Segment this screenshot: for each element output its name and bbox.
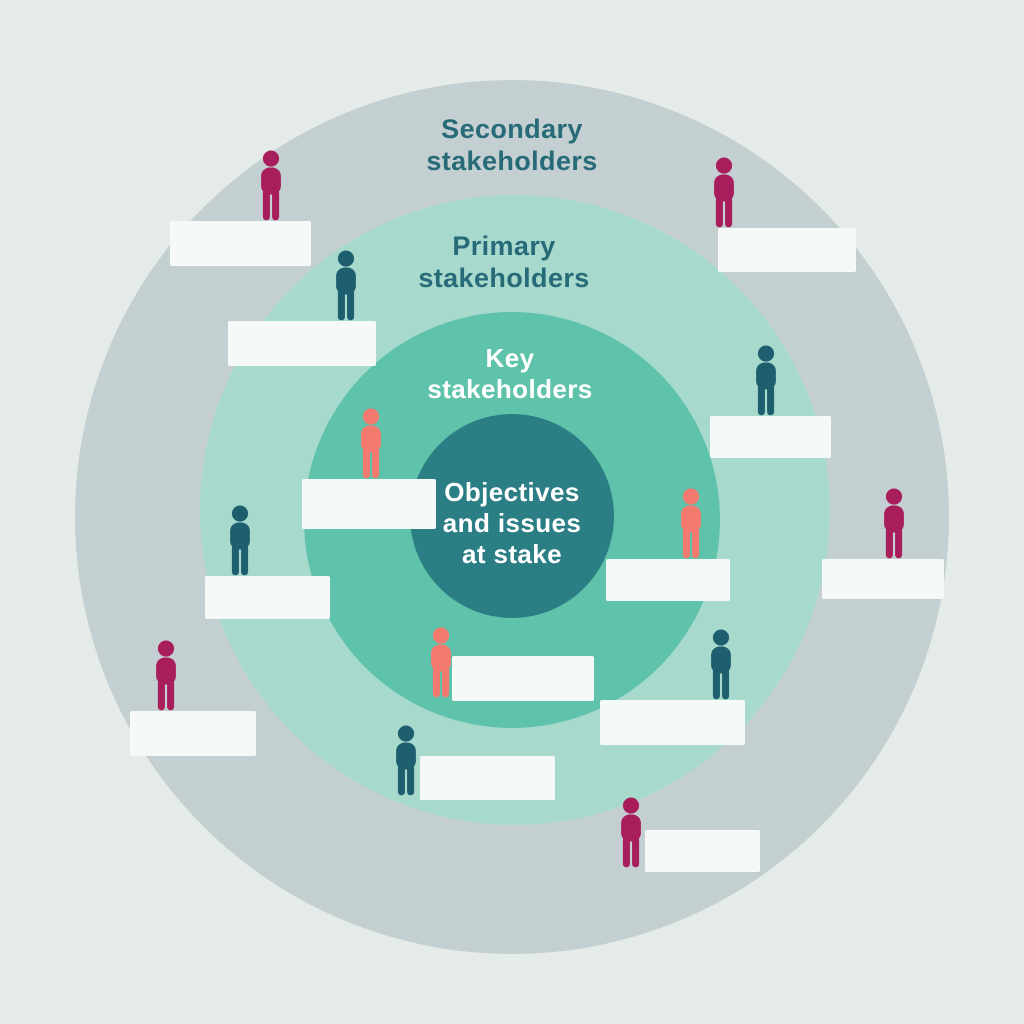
label-key-stakeholders: Key stakeholders bbox=[360, 343, 660, 405]
label-line: Objectives bbox=[444, 477, 580, 507]
person-icon bbox=[353, 406, 389, 482]
stakeholder-placard bbox=[600, 700, 745, 745]
person-icon bbox=[423, 625, 459, 701]
label-objectives-and-issues: Objectives and issues at stake bbox=[362, 477, 662, 571]
person-icon bbox=[673, 486, 709, 562]
person-icon bbox=[613, 795, 649, 871]
ring-objectives-core bbox=[410, 414, 614, 618]
person-icon bbox=[222, 503, 258, 579]
label-line: stakeholders bbox=[426, 146, 598, 177]
label-primary-stakeholders: Primary stakeholders bbox=[354, 230, 654, 295]
label-line: at stake bbox=[461, 539, 563, 570]
label-line: Secondary bbox=[441, 114, 583, 144]
stakeholder-placard bbox=[228, 321, 376, 366]
person-icon bbox=[706, 155, 742, 231]
label-secondary-stakeholders: Secondary stakeholders bbox=[362, 113, 662, 178]
label-line: stakeholders bbox=[418, 263, 590, 294]
stakeholder-placard bbox=[170, 221, 311, 266]
stakeholder-placard bbox=[822, 559, 944, 599]
stakeholder-placard bbox=[718, 228, 856, 272]
stakeholder-placard bbox=[420, 756, 555, 800]
label-line: and issues bbox=[442, 508, 582, 539]
person-icon bbox=[703, 627, 739, 703]
stakeholder-placard bbox=[710, 416, 831, 458]
label-line: stakeholders bbox=[427, 374, 593, 405]
stakeholder-placard bbox=[130, 711, 256, 756]
person-icon bbox=[148, 638, 184, 714]
label-line: Primary bbox=[452, 231, 556, 261]
stakeholder-placard bbox=[606, 559, 730, 601]
person-icon bbox=[253, 148, 289, 224]
stakeholder-placard bbox=[645, 830, 760, 872]
label-line: Key bbox=[485, 343, 535, 373]
person-icon bbox=[876, 486, 912, 562]
stakeholder-placard bbox=[205, 576, 330, 619]
stakeholder-placard bbox=[452, 656, 594, 701]
person-icon bbox=[748, 343, 784, 419]
stakeholder-placard bbox=[302, 479, 436, 529]
person-icon bbox=[388, 723, 424, 799]
